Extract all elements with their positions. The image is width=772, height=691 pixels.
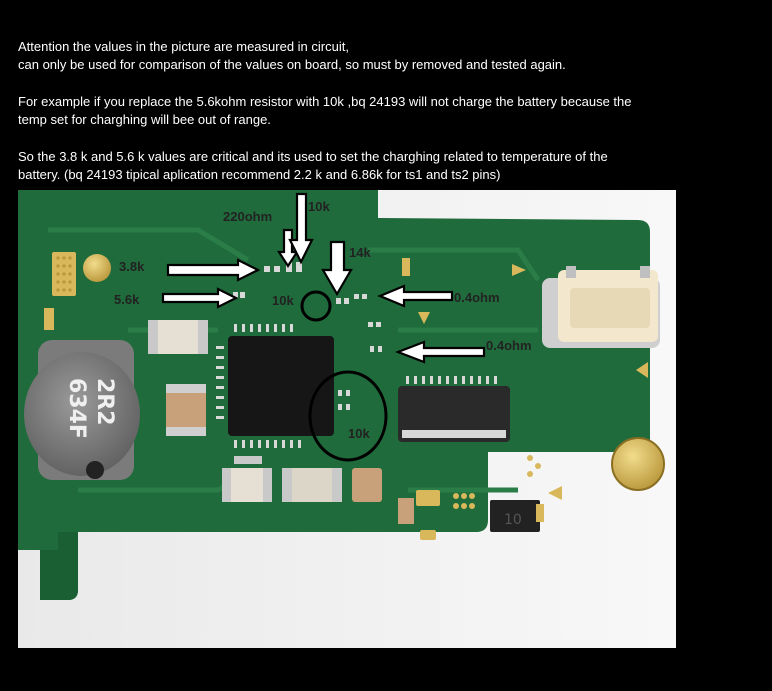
note-paragraph-3: So the 3.8 k and 5.6 k values are critic…	[18, 148, 758, 184]
arrow-3-8k	[166, 258, 261, 282]
annotation-arrows	[161, 192, 486, 364]
pad-grid-dots	[56, 256, 72, 292]
note-line: So the 3.8 k and 5.6 k values are critic…	[18, 149, 608, 164]
triangle-markers	[402, 258, 648, 500]
label-0-4ohm-2: 0.4ohm	[486, 338, 532, 353]
test-point	[83, 254, 111, 282]
capacitors	[148, 320, 414, 524]
label-14k: 14k	[349, 245, 371, 260]
small-chip: 10	[490, 500, 540, 532]
inductor: 2R2 634F	[24, 340, 140, 480]
note-line: temp set for charghing will bee out of r…	[18, 112, 271, 127]
highlight-circle-large	[308, 370, 388, 462]
bottom-pads	[416, 455, 544, 540]
arrow-14k	[321, 240, 353, 297]
gold-test-pad	[612, 438, 664, 490]
label-0-4ohm-1: 0.4ohm	[454, 290, 500, 305]
label-3-8k: 3.8k	[119, 259, 145, 274]
label-220ohm: 220ohm	[223, 209, 272, 224]
arrow-5-6k	[161, 287, 239, 309]
arrow-0-4ohm-1	[377, 284, 454, 308]
pcb-edge	[40, 532, 78, 600]
arrow-10k-top	[288, 192, 314, 265]
arrow-220ohm	[276, 228, 300, 269]
flex-connector	[398, 376, 510, 442]
charger-ic	[216, 324, 334, 448]
battery-connector	[542, 266, 660, 348]
inductor-marking-2: 634F	[64, 378, 89, 439]
label-10k-circle: 10k	[348, 426, 370, 441]
small-resistors	[233, 262, 382, 410]
label-10k-top: 10k	[308, 199, 330, 214]
inductor-marking-1: 2R2	[92, 378, 117, 426]
note-line: Attention the values in the picture are …	[18, 39, 349, 54]
label-10k-mid: 10k	[272, 293, 294, 308]
highlight-circle-small	[300, 290, 332, 322]
explanation-text: Attention the values in the picture are …	[18, 38, 758, 203]
note-paragraph-2: For example if you replace the 5.6kohm r…	[18, 93, 758, 129]
note-line: can only be used for comparison of the v…	[18, 57, 566, 72]
note-paragraph-1: Attention the values in the picture are …	[18, 38, 758, 74]
pad	[44, 308, 54, 330]
note-line: battery. (bq 24193 tipical aplication re…	[18, 167, 501, 182]
pcb-photo: 2R2 634F	[18, 190, 676, 648]
note-line: For example if you replace the 5.6kohm r…	[18, 94, 632, 109]
arrow-0-4ohm-2	[394, 340, 486, 364]
pcb-traces	[48, 227, 541, 493]
chip-marking: 10	[504, 512, 522, 528]
label-5-6k: 5.6k	[114, 292, 140, 307]
